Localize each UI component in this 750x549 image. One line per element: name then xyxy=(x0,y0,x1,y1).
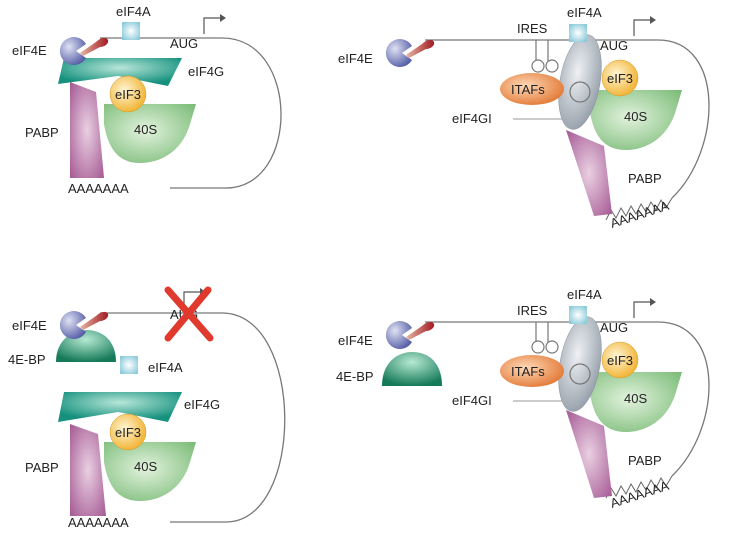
label-eif4a: eIF4A xyxy=(567,287,602,302)
label-40s: 40S xyxy=(134,122,157,137)
ribosome-40s-subunit xyxy=(104,104,196,163)
ribosome-40s-subunit xyxy=(104,442,196,501)
label-eif4g: eIF4G xyxy=(188,64,224,79)
mrna-cap xyxy=(80,37,109,56)
label-40s: 40S xyxy=(624,391,647,406)
mrna-strand xyxy=(100,312,286,523)
eif4a-protein xyxy=(569,24,587,42)
label-pabp: PABP xyxy=(25,460,59,475)
label-pabp: PABP xyxy=(25,125,59,140)
label-eif4gi: eIF4GI xyxy=(452,393,492,408)
ires-loop-3 xyxy=(569,81,591,103)
label-aug: AUG xyxy=(600,38,628,53)
eif3-protein xyxy=(109,413,147,451)
eif4g-protein xyxy=(58,392,182,422)
label-eif4e: eIF4E xyxy=(12,43,47,58)
mrna-cap xyxy=(80,311,109,330)
poly-a-tail-zigzag xyxy=(605,475,673,499)
label-40s: 40S xyxy=(134,459,157,474)
label-ires: IRES xyxy=(517,21,548,36)
label-pabp: PABP xyxy=(628,453,662,468)
ires-loop-1 xyxy=(531,59,545,73)
panel-cap-dependent-initiation: eIF4A eIF4E AUG eIF4G eIF3 PABP 40S AAAA… xyxy=(12,4,282,196)
eif4e-protein xyxy=(385,39,412,68)
poly-a-tail-zigzag xyxy=(605,197,673,221)
eif3-protein xyxy=(109,75,147,113)
label-polya: AAAAAAA xyxy=(608,198,671,231)
eif4a-protein xyxy=(120,356,138,374)
label-polya: AAAAAAA xyxy=(608,478,671,511)
pabp-protein xyxy=(70,82,104,178)
mrna-cap xyxy=(406,321,435,340)
mrna-cap xyxy=(406,39,435,58)
mrna-strand xyxy=(100,37,282,189)
itafs-protein xyxy=(500,73,564,105)
label-40s: 40S xyxy=(624,109,647,124)
label-eif4e: eIF4E xyxy=(338,333,373,348)
panel-ires-with-4ebp: eIF4A eIF4E 4E-BP IRES AUG ITAFs eIF3 eI… xyxy=(336,287,710,511)
pabp-protein xyxy=(70,424,106,516)
pabp-protein xyxy=(566,410,612,498)
eif4a-protein xyxy=(569,306,587,324)
label-eif4a: eIF4A xyxy=(148,360,183,375)
label-aug: AUG xyxy=(600,320,628,335)
4e-bp-protein xyxy=(382,352,442,386)
start-arrow xyxy=(203,17,220,34)
start-arrow-head xyxy=(650,298,656,306)
itafs-protein xyxy=(500,355,564,387)
mrna-strand xyxy=(425,321,710,477)
label-eif3: eIF3 xyxy=(607,353,633,368)
ribosome-40s-subunit xyxy=(586,372,682,432)
label-itafs: ITAFs xyxy=(511,82,545,97)
label-eif4gi: eIF4GI xyxy=(452,111,492,126)
ires-loop-3 xyxy=(569,363,591,385)
label-eif4e: eIF4E xyxy=(12,318,47,333)
label-polya: AAAAAAA xyxy=(68,181,129,196)
ires-loop-2 xyxy=(545,340,559,354)
start-arrow xyxy=(633,19,650,36)
label-polya: AAAAAAA xyxy=(68,515,129,530)
label-eif3: eIF3 xyxy=(115,87,141,102)
label-4e-bp: 4E-BP xyxy=(8,352,46,367)
label-4e-bp: 4E-BP xyxy=(336,369,374,384)
eif4e-protein xyxy=(385,321,412,349)
panel-ires-dependent-initiation: eIF4A eIF4E IRES AUG ITAFs eIF3 eIF4GI 4… xyxy=(338,5,710,231)
ires-loop-1 xyxy=(531,340,545,354)
label-eif4a: eIF4A xyxy=(567,5,602,20)
start-arrow-head xyxy=(650,16,656,24)
label-ires: IRES xyxy=(517,303,548,318)
eif4e-protein xyxy=(59,37,86,66)
label-eif4e: eIF4E xyxy=(338,51,373,66)
start-arrow xyxy=(633,301,650,318)
eif4g-protein xyxy=(58,58,182,86)
eif3-protein xyxy=(601,341,639,379)
eif4e-protein xyxy=(59,311,86,340)
ribosome-40s-subunit xyxy=(586,90,682,150)
ires-loop-2 xyxy=(545,59,559,73)
eif4a-protein xyxy=(122,22,140,40)
panel-4ebp-inhibited-cap-dependent: AUG eIF4E 4E-BP eIF4A eIF4G eIF3 PABP 40… xyxy=(8,286,286,530)
mrna-strand xyxy=(425,39,710,199)
label-itafs: ITAFs xyxy=(511,364,545,379)
label-eif3: eIF3 xyxy=(607,71,633,86)
label-eif4g: eIF4G xyxy=(184,397,220,412)
label-eif4a: eIF4A xyxy=(116,4,151,19)
blocked-cross xyxy=(164,286,214,342)
start-arrow-head xyxy=(220,14,226,22)
label-pabp: PABP xyxy=(628,171,662,186)
pabp-protein xyxy=(566,130,612,216)
label-eif3: eIF3 xyxy=(115,425,141,440)
eif3-protein xyxy=(601,59,639,97)
label-aug: AUG xyxy=(170,36,198,51)
